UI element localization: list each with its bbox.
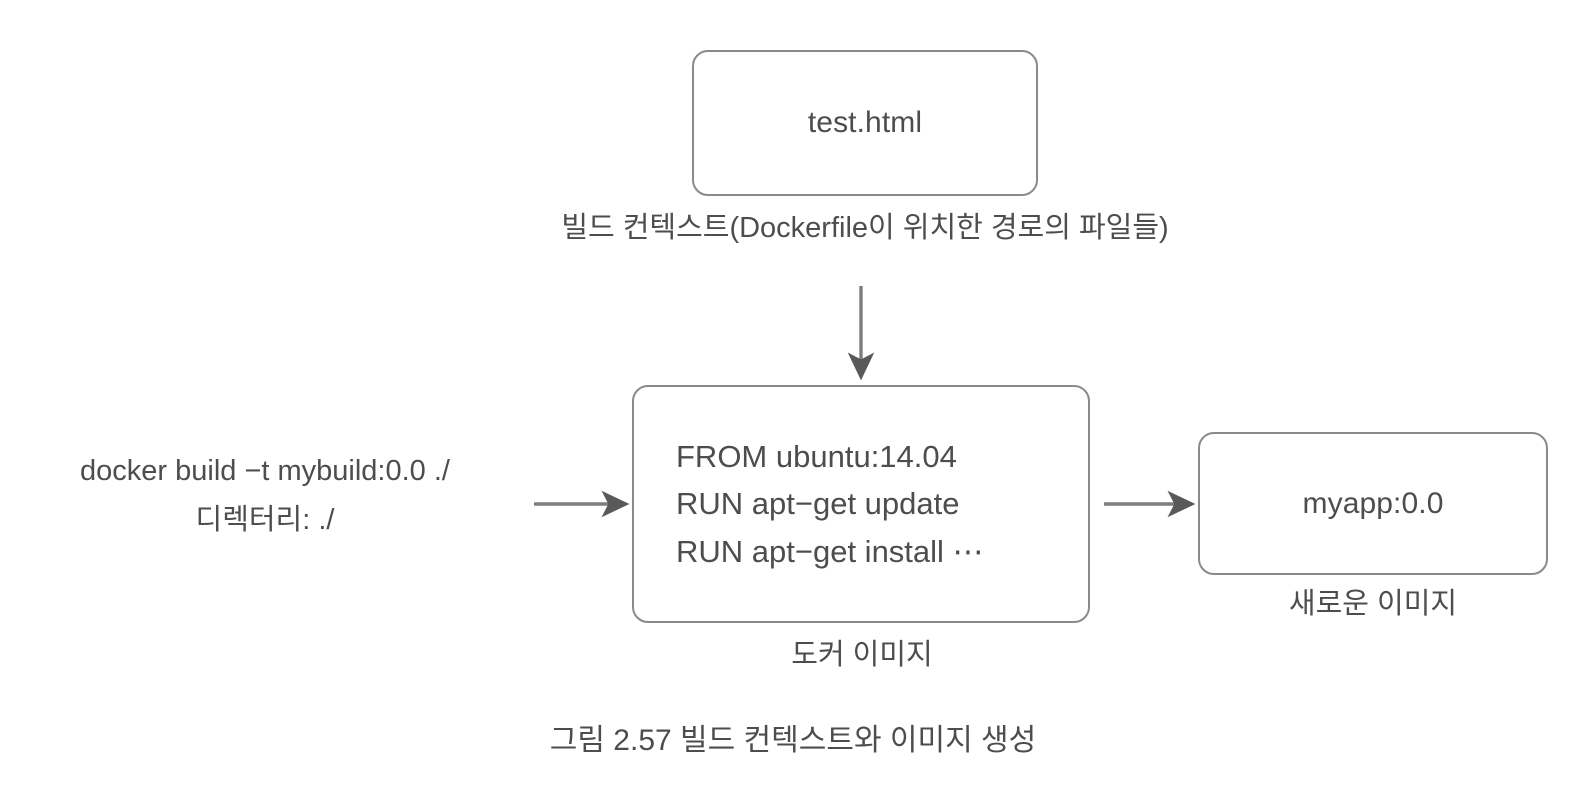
node-docker-image: FROM ubuntu:14.04 RUN apt−get update RUN… bbox=[632, 385, 1090, 623]
node-new-image: myapp:0.0 bbox=[1198, 432, 1548, 575]
build-context-caption: 빌드 컨텍스트(Dockerfile이 위치한 경로의 파일들) bbox=[561, 212, 1169, 244]
docker-image-caption: 도커 이미지 bbox=[791, 639, 933, 671]
new-image-tag: myapp:0.0 bbox=[1302, 486, 1444, 520]
docker-build-command-line: docker build −t mybuild:0.0 ./ bbox=[80, 455, 450, 487]
dockerfile-line-run-update: RUN apt−get update bbox=[676, 486, 960, 522]
docker-build-command: docker build −t mybuild:0.0 ./ 디렉터리: ./ bbox=[10, 452, 520, 540]
dockerfile-line-run-install: RUN apt−get install ⋯ bbox=[676, 533, 984, 569]
figure-caption: 그림 2.57 빌드 컨텍스트와 이미지 생성 bbox=[549, 724, 1037, 757]
node-build-context: test.html bbox=[692, 50, 1038, 196]
dockerfile-line-from: FROM ubuntu:14.04 bbox=[676, 438, 957, 474]
docker-build-directory-line: 디렉터리: ./ bbox=[195, 504, 335, 537]
dockerfile-instructions: FROM ubuntu:14.04 RUN apt−get update RUN… bbox=[676, 439, 984, 570]
build-context-filename: test.html bbox=[807, 106, 923, 139]
new-image-caption: 새로운 이미지 bbox=[1288, 588, 1458, 620]
